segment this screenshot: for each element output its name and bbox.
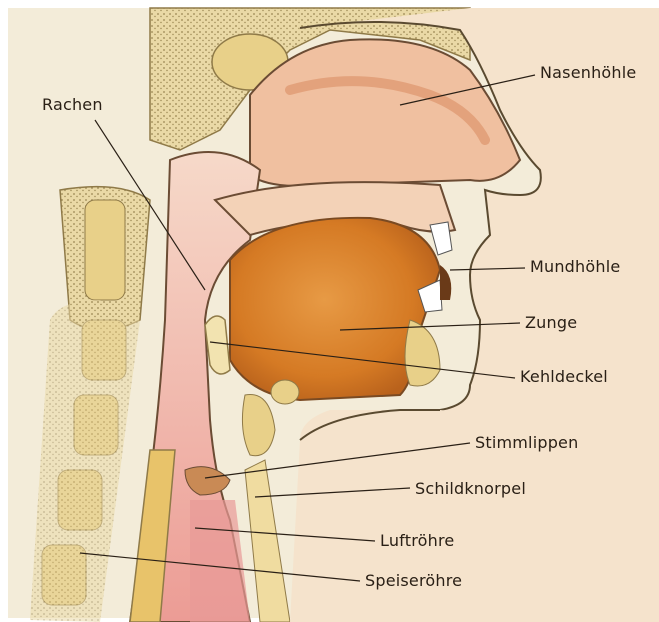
label-zunge: Zunge (525, 315, 577, 331)
label-stimmlippen: Stimmlippen (475, 435, 578, 451)
label-mundhoehle: Mundhöhle (530, 259, 620, 275)
label-luftroehre: Luftröhre (380, 533, 454, 549)
hyoid-bone (271, 380, 299, 404)
label-nasenhoehle: Nasenhöhle (540, 65, 636, 81)
label-rachen: Rachen (42, 97, 103, 113)
label-schildknorpel: Schildknorpel (415, 481, 526, 497)
label-kehldeckel: Kehldeckel (520, 369, 608, 385)
label-speiseroehre: Speiseröhre (365, 573, 462, 589)
